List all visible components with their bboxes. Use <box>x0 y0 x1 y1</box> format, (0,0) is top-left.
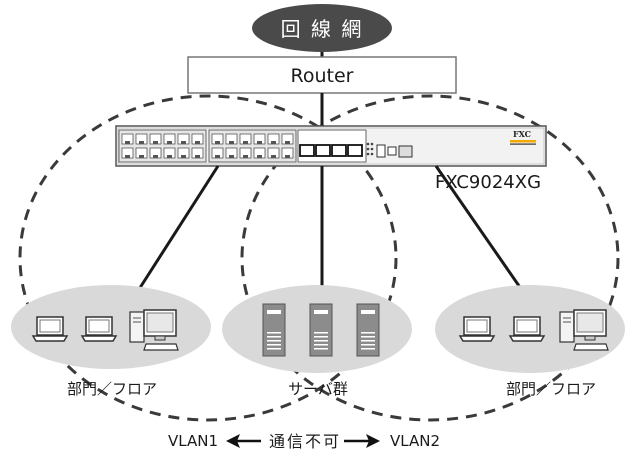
switch-device: FXC <box>115 125 547 167</box>
vlan1-boundary <box>18 94 398 422</box>
vlan2-boundary <box>240 94 620 422</box>
sfp-port <box>315 144 331 157</box>
blocked-communication-label: 通信不可 <box>269 432 341 451</box>
sfp-port <box>331 144 347 157</box>
server-group-label: サーバ群 <box>288 380 348 398</box>
server-icon <box>356 303 380 357</box>
status-leds <box>366 142 374 156</box>
server-icon <box>309 303 333 357</box>
left-arrow-icon <box>226 434 261 448</box>
rj45-ports-left <box>118 129 207 163</box>
server-icon <box>262 303 286 357</box>
laptop-icon <box>508 316 546 342</box>
usb-port <box>398 145 413 158</box>
laptop-icon <box>80 316 118 342</box>
left-group-label: 部門／フロア <box>67 380 157 398</box>
laptop-icon <box>31 316 69 342</box>
right-group-label: 部門／フロア <box>506 380 596 398</box>
right-arrow-icon <box>344 434 380 448</box>
sfp-port <box>347 144 363 157</box>
desktop-pc-icon <box>129 309 179 351</box>
vlan1-label: VLAN1 <box>168 432 218 450</box>
sfp-port <box>299 144 315 157</box>
sfp-ports <box>297 129 367 163</box>
desktop-pc-icon <box>559 309 609 351</box>
console-port <box>387 146 397 156</box>
network-label: 回 線 網 <box>281 17 364 41</box>
switch-model-label: FXC9024XG <box>435 172 541 193</box>
fxc-logo-text: FXC <box>513 129 531 139</box>
laptop-icon <box>458 316 496 342</box>
mgmt-port <box>376 144 386 158</box>
fxc-logo: FXC <box>510 129 536 145</box>
rj45-ports-right <box>208 129 297 163</box>
vlan2-label: VLAN2 <box>390 432 440 450</box>
network-cloud <box>252 4 392 52</box>
router-box <box>187 56 457 94</box>
switch-right-link <box>434 165 528 297</box>
switch-left-link <box>134 165 220 295</box>
router-label: Router <box>291 65 354 87</box>
